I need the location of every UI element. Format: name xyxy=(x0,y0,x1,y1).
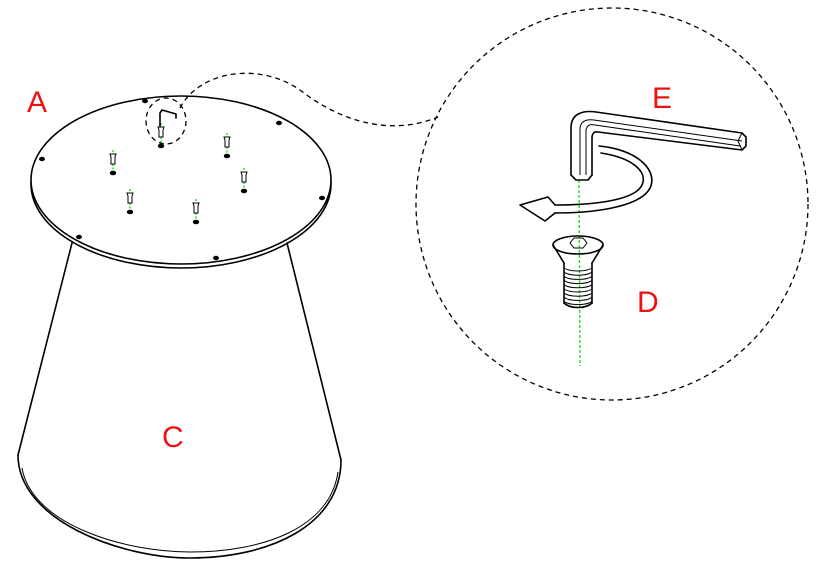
detail-source xyxy=(145,97,187,145)
conical-base xyxy=(17,242,342,559)
screw-thread xyxy=(563,271,593,276)
clockwise-rotation-arrow-icon xyxy=(519,145,653,222)
base-left-edge xyxy=(17,242,73,456)
screw-threads xyxy=(563,267,593,306)
screw-hole xyxy=(157,143,165,149)
label-top-plate: A xyxy=(27,86,47,119)
hex-key-tip xyxy=(570,174,593,181)
screw-body xyxy=(126,192,134,204)
screw-hex-socket xyxy=(569,237,588,249)
hex-key-edge xyxy=(579,119,743,175)
screw-hole xyxy=(126,209,134,215)
top-plate xyxy=(30,95,332,269)
screw-body xyxy=(192,202,200,214)
screw-thread xyxy=(563,296,593,301)
rotation-arrow-inner xyxy=(554,152,645,206)
plate-screw xyxy=(223,133,231,159)
plate-screw xyxy=(240,168,248,194)
top-plate-surface xyxy=(30,95,332,265)
label-hex-key: E xyxy=(652,82,672,115)
plate-hole xyxy=(276,120,282,126)
plate-hole xyxy=(76,234,82,240)
screw-thread xyxy=(563,292,593,297)
plate-hole xyxy=(213,255,219,261)
plate-screw xyxy=(126,189,134,215)
rotation-arrow-outer xyxy=(554,145,653,214)
hex-key-edge xyxy=(585,124,741,175)
detail-view-circle xyxy=(415,7,809,401)
screw-thread xyxy=(563,280,593,285)
plate-screw xyxy=(192,199,200,225)
rotation-arrow-head xyxy=(519,196,556,222)
base-bottom-rim-inner xyxy=(21,467,339,553)
screw-thread xyxy=(563,288,593,293)
hex-key-end-face xyxy=(737,132,743,151)
base-bottom-rim-outer xyxy=(17,454,342,559)
screw-body xyxy=(240,171,248,183)
label-base: C xyxy=(162,421,184,454)
countersunk-screw xyxy=(552,235,604,309)
screw-hole xyxy=(109,170,117,176)
base-right-edge xyxy=(286,242,342,461)
screw-body xyxy=(157,126,165,138)
label-screw: D xyxy=(637,286,659,319)
hex-key xyxy=(570,110,747,181)
callout-leader xyxy=(179,72,439,127)
plate-hole xyxy=(319,195,325,201)
plate-screws xyxy=(109,123,248,225)
screw-head-cone xyxy=(552,244,604,264)
screw-thread xyxy=(563,284,593,289)
small-hex-key xyxy=(159,109,177,127)
screw-hole xyxy=(192,219,200,225)
plate-screw xyxy=(109,150,117,176)
detail-view xyxy=(519,110,747,367)
detail-source-circle xyxy=(145,97,187,145)
plate-hole xyxy=(142,98,148,104)
screw-thread xyxy=(563,301,593,306)
plate-screw xyxy=(157,123,165,149)
insertion-axis-line xyxy=(578,179,581,367)
screw-thread xyxy=(563,275,593,280)
screw-thread xyxy=(563,267,593,272)
screw-body xyxy=(223,136,231,148)
screw-hole xyxy=(240,188,248,194)
screw-shank-bottom xyxy=(563,302,593,309)
plate-hole xyxy=(39,156,45,162)
hex-key-outline xyxy=(570,110,747,176)
screw-body xyxy=(109,153,117,165)
screw-head-top xyxy=(552,235,604,255)
screw-hole xyxy=(223,153,231,159)
